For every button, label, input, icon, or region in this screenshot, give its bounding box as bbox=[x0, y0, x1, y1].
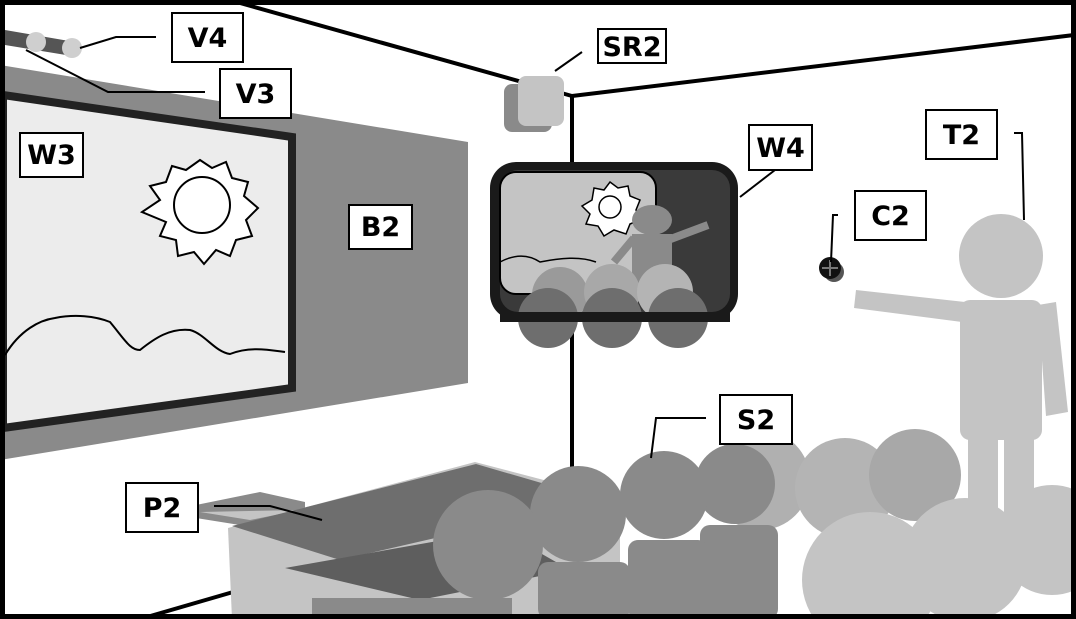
svg-text:V3: V3 bbox=[236, 79, 276, 110]
label-w4: W4 bbox=[748, 124, 813, 171]
svg-text:W3: W3 bbox=[27, 140, 76, 171]
camera-v3-v4 bbox=[5, 30, 82, 58]
svg-text:V4: V4 bbox=[188, 23, 228, 54]
teacher-t2 bbox=[854, 214, 1068, 520]
screen-w3-sun bbox=[139, 158, 260, 266]
monitor-w4 bbox=[490, 162, 738, 348]
svg-text:C2: C2 bbox=[871, 201, 910, 232]
label-sr2: SR2 bbox=[597, 28, 667, 64]
label-s2: S2 bbox=[719, 394, 793, 445]
device-c2 bbox=[819, 257, 844, 282]
leader-lines bbox=[25, 36, 1025, 521]
students-s2 bbox=[433, 429, 1076, 619]
label-p2: P2 bbox=[125, 482, 199, 533]
svg-text:B2: B2 bbox=[361, 212, 400, 243]
svg-text:S2: S2 bbox=[737, 405, 775, 436]
svg-text:W4: W4 bbox=[756, 133, 805, 164]
screen-w3-hills bbox=[4, 314, 286, 356]
label-v4: V4 bbox=[171, 12, 244, 63]
label-c2: C2 bbox=[854, 190, 927, 241]
label-t2: T2 bbox=[925, 109, 998, 160]
svg-text:T2: T2 bbox=[943, 120, 980, 151]
label-b2: B2 bbox=[348, 204, 413, 250]
device-sr2 bbox=[504, 76, 564, 132]
label-w3: W3 bbox=[19, 132, 84, 178]
svg-text:P2: P2 bbox=[143, 493, 182, 524]
label-v3: V3 bbox=[219, 68, 292, 119]
svg-text:SR2: SR2 bbox=[602, 32, 661, 63]
